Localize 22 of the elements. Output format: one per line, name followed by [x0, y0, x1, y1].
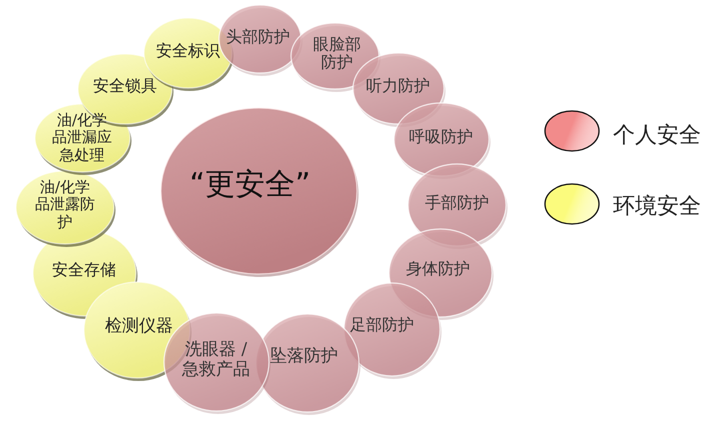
circle-label: 检测仪器	[105, 317, 173, 337]
center-circle	[160, 107, 360, 279]
circle-label: 足部防护	[350, 316, 414, 334]
circle-label: 呼吸防护	[409, 128, 473, 146]
circle-label: 安全标识	[156, 42, 220, 60]
circle-label: “更安全”	[189, 168, 311, 202]
legend-label: 个人安全	[613, 125, 701, 147]
circle-label: 身体防护	[406, 260, 470, 278]
circle-label: 手部防护	[425, 194, 489, 212]
legend-label: 环境安全	[613, 196, 701, 218]
circle-label: 安全存储	[52, 260, 116, 280]
circle-label: 头部防护	[226, 28, 290, 46]
circle-label: 听力防护	[366, 76, 430, 96]
circle-label: 油/化学品泄漏应急处理	[51, 112, 113, 164]
circle-label: 坠落防护	[270, 347, 338, 367]
topic-circle	[343, 282, 443, 380]
topic-circle	[15, 170, 117, 248]
circle-label: 洗眼器 / 急救产品	[181, 340, 251, 380]
topic-circle	[218, 4, 304, 78]
circle-label: 安全锁具	[93, 76, 157, 96]
circle-label: 油/化学品泄露防护	[34, 179, 96, 231]
circle-label: 眼脸部防护	[312, 36, 362, 72]
